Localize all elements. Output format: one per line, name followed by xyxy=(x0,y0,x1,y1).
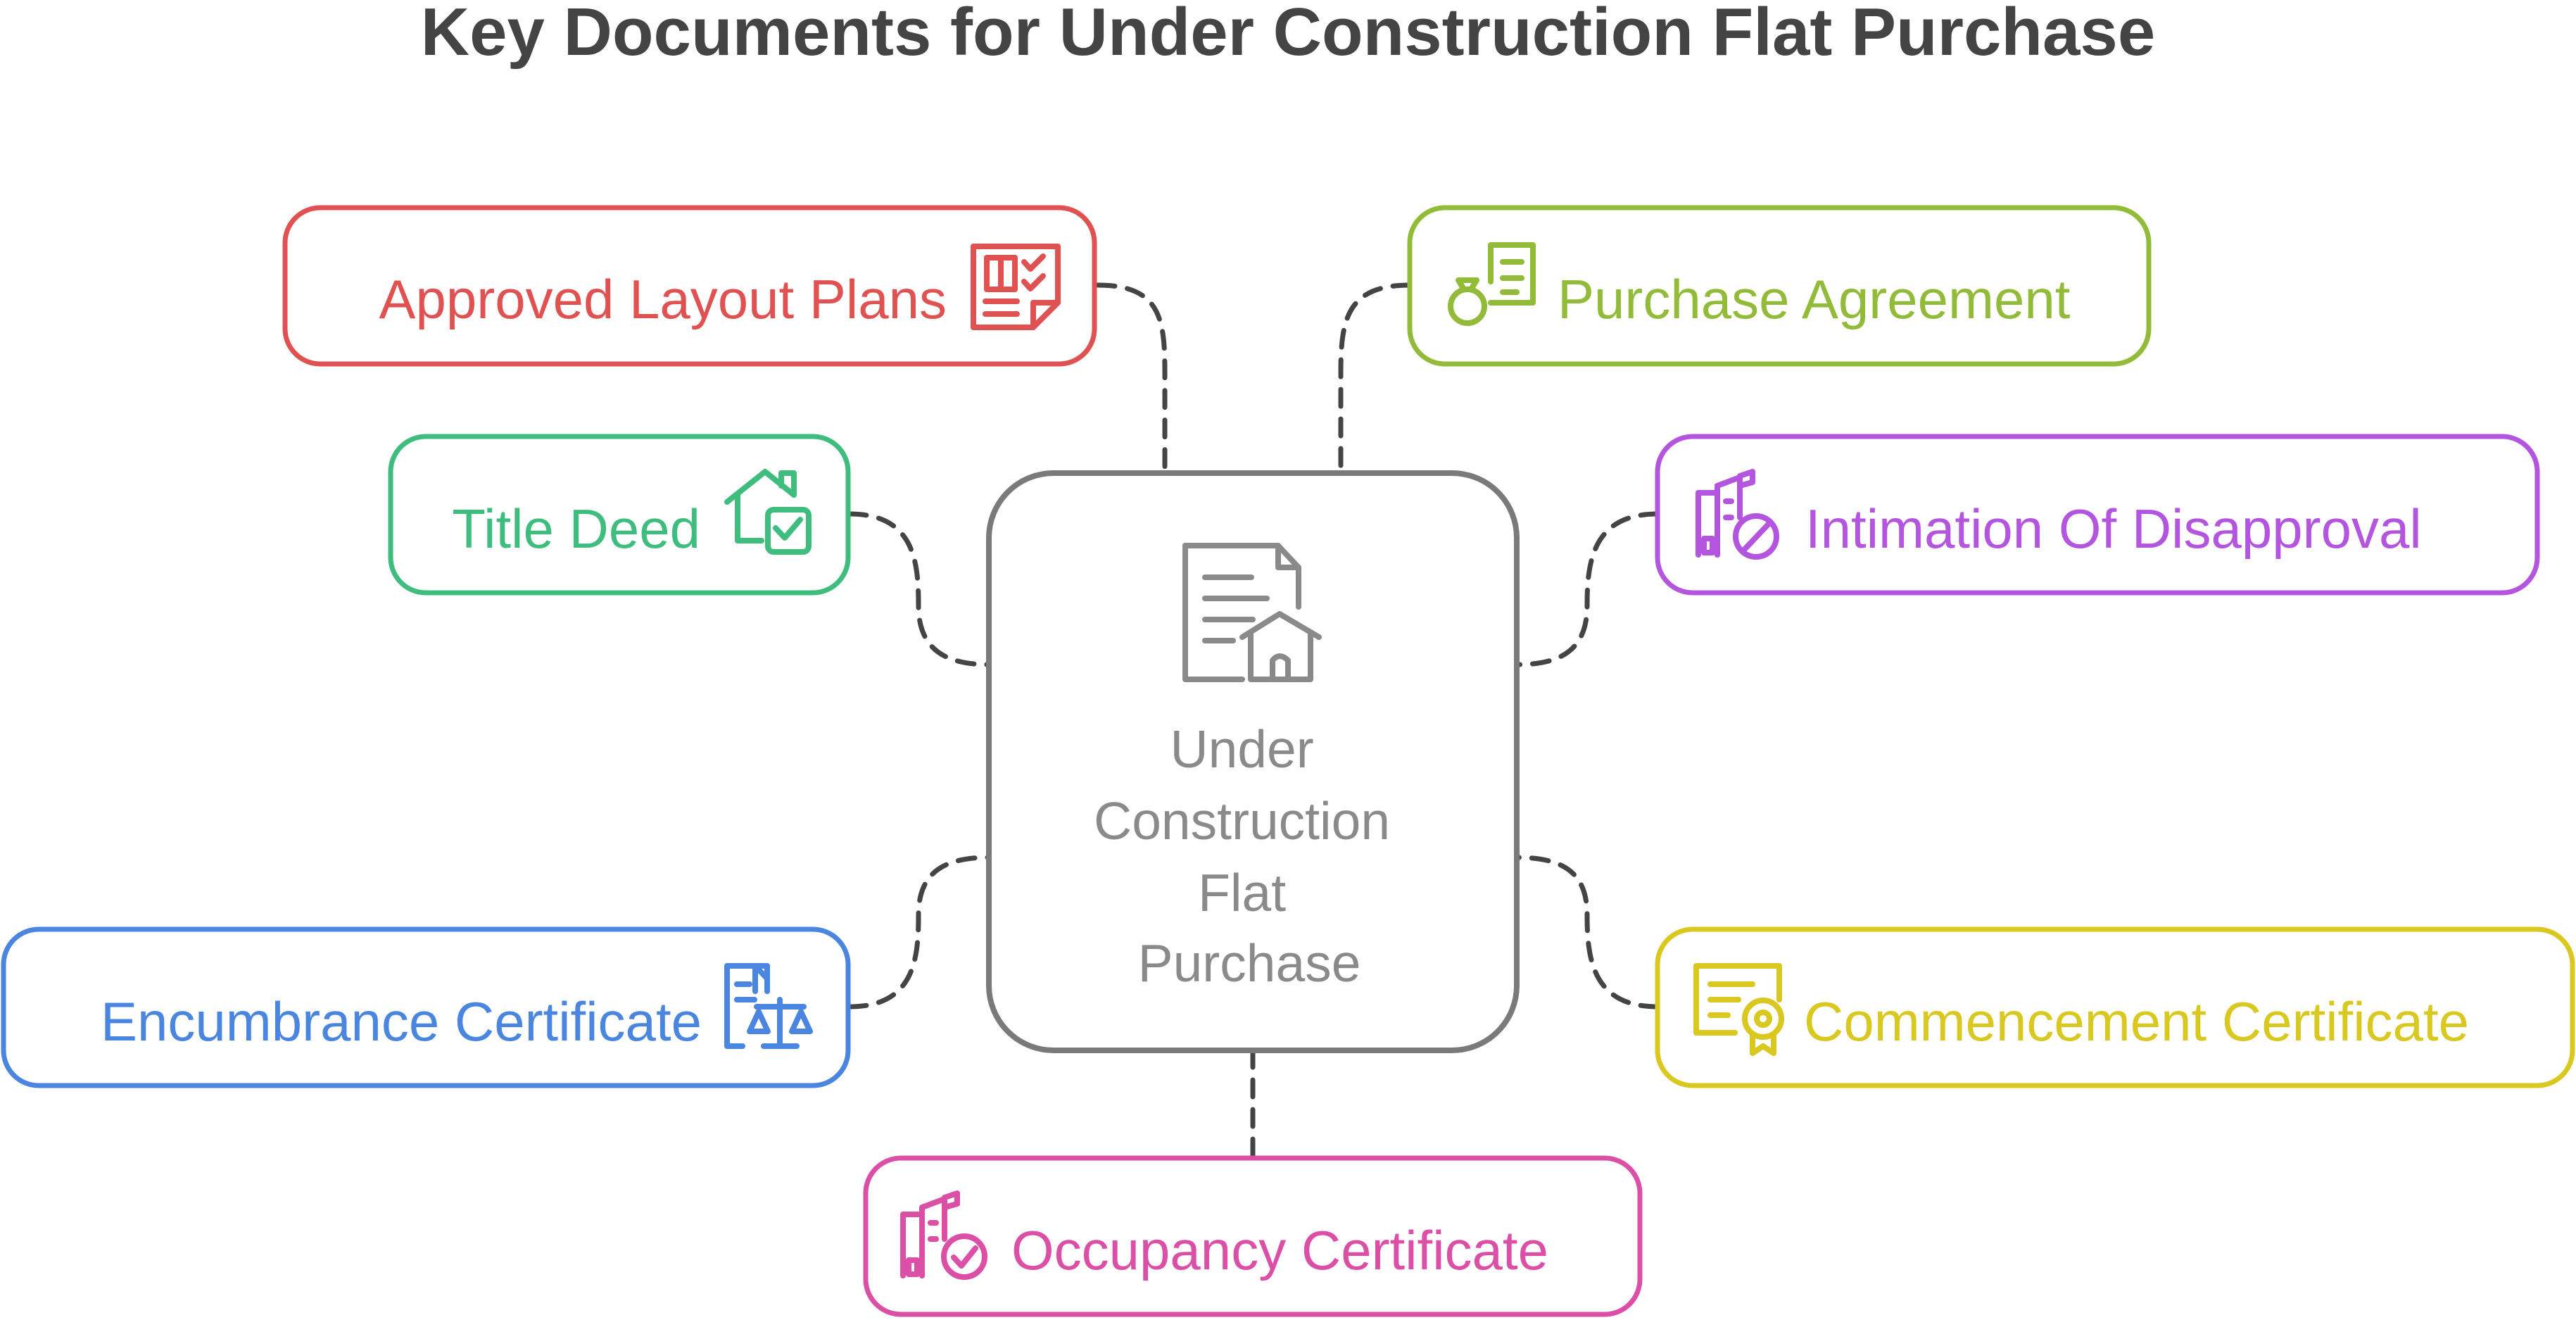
node-title-deed[interactable]: Title Deed xyxy=(388,434,851,596)
building-check-icon xyxy=(900,1190,987,1280)
node-commencement-certificate-box xyxy=(1655,926,2575,1088)
house-check-icon xyxy=(724,469,812,555)
certificate-badge-icon xyxy=(1693,963,1784,1056)
connector-intimation-of-disapproval xyxy=(1514,511,1660,667)
node-title-deed-box xyxy=(388,434,851,596)
node-intimation-of-disapproval[interactable]: Intimation Of Disapproval xyxy=(1655,434,2540,596)
layout-plan-checklist-icon xyxy=(971,244,1061,330)
building-ban-icon xyxy=(1696,469,1779,560)
center-node-box xyxy=(986,470,1520,1053)
node-approved-layout-plans-label: Approved Layout Plans xyxy=(379,268,947,330)
node-commencement-certificate-label: Commencement Certificate xyxy=(1804,991,2469,1052)
connector-approved-layout-plans xyxy=(1095,282,1168,476)
center-node[interactable]: Under Construction Flat Purchase xyxy=(986,470,1520,1053)
ring-contract-icon xyxy=(1448,242,1536,326)
node-purchase-agreement[interactable]: Purchase Agreement xyxy=(1407,205,2152,367)
diagram-title: Key Documents for Under Construction Fla… xyxy=(421,0,2155,70)
node-intimation-of-disapproval-label: Intimation Of Disapproval xyxy=(1805,498,2422,560)
document-house-icon xyxy=(1182,543,1322,682)
center-label-line: Purchase xyxy=(1138,934,1361,993)
connector-purchase-agreement xyxy=(1338,282,1413,476)
center-label-line: Flat xyxy=(1198,863,1286,922)
node-encumbrance-certificate-label: Encumbrance Certificate xyxy=(101,991,702,1052)
node-approved-layout-plans[interactable]: Approved Layout Plans xyxy=(282,205,1097,367)
document-scales-icon xyxy=(724,963,813,1049)
node-occupancy-certificate-box xyxy=(863,1155,1643,1317)
node-commencement-certificate[interactable]: Commencement Certificate xyxy=(1655,926,2575,1088)
center-label: Under Construction Flat Purchase xyxy=(1094,719,1405,993)
node-occupancy-certificate[interactable]: Occupancy Certificate xyxy=(863,1155,1643,1317)
center-label-line: Construction xyxy=(1094,791,1390,850)
node-intimation-of-disapproval-box xyxy=(1655,434,2540,596)
connectors xyxy=(847,282,1660,1161)
connector-title-deed xyxy=(847,511,992,667)
node-encumbrance-certificate-box xyxy=(1,926,851,1088)
connector-encumbrance-certificate xyxy=(847,855,992,1010)
node-occupancy-certificate-label: Occupancy Certificate xyxy=(1011,1219,1548,1281)
center-label-line: Under xyxy=(1170,719,1313,779)
node-approved-layout-plans-box xyxy=(282,205,1097,367)
connector-commencement-certificate xyxy=(1514,855,1660,1010)
node-purchase-agreement-label: Purchase Agreement xyxy=(1558,268,2071,330)
node-purchase-agreement-box xyxy=(1407,205,2152,367)
node-title-deed-label: Title Deed xyxy=(452,498,700,560)
node-encumbrance-certificate[interactable]: Encumbrance Certificate xyxy=(1,926,851,1088)
